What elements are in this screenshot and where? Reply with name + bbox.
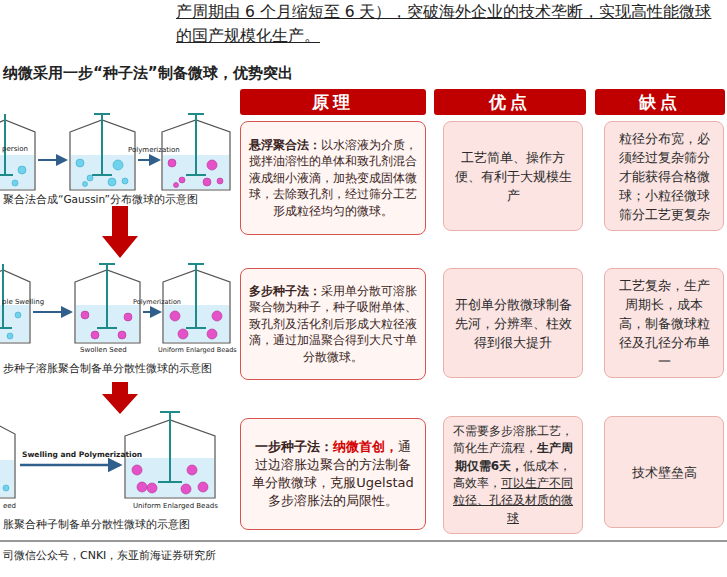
node-text: 工艺复杂，生产周期长，成本高，制备微球粒径及孔径分布单一 bbox=[619, 278, 710, 369]
text-block: 悬浮聚合法：以水溶液为介质，搅拌油溶性的单体和致孔剂混合液成细小液滴，加热变成固… bbox=[249, 137, 417, 220]
body-text: 产周期由 6 个月缩短至 6 天），突破海外企业的技术垄断，实现高性能微球的国产… bbox=[176, 0, 722, 48]
part-label: Swollen Seed bbox=[80, 346, 127, 354]
column-header: 优点 bbox=[434, 89, 586, 115]
text-block: 缺点 bbox=[639, 91, 681, 114]
text-block: 多步种子法：采用单分散可溶胀聚合物为种子，种子吸附单体、致孔剂及活化剂后形成大粒… bbox=[249, 283, 417, 366]
text-block: 开创单分散微球制备先河，分辨率、柱效得到很大提升 bbox=[452, 295, 574, 352]
node-text: 粒径分布宽，必须经过复杂筛分才能获得合格微球；小粒径微球筛分工艺更复杂 bbox=[619, 131, 710, 222]
text-block: 原理 bbox=[312, 91, 354, 114]
node-text: 纳微首创， bbox=[333, 439, 398, 454]
step-label: Polymerization bbox=[133, 298, 181, 306]
text-block: 不需要多步溶胀工艺，简化生产流程，生产周期仅需6天，低成本，高效率，可以生产不同… bbox=[452, 423, 574, 528]
part-label: Uniform Enlarged Beads bbox=[133, 502, 218, 510]
node-text: 开创单分散微球制备先河，分辨率、柱效得到很大提升 bbox=[455, 297, 572, 350]
text-block: 优点 bbox=[489, 91, 531, 114]
step-label: ple Swelling bbox=[2, 298, 44, 306]
principle-box: 一步种子法：纳微首创，通过边溶胀边聚合的方法制备单分散微球，克服Ugelstad… bbox=[240, 418, 426, 530]
column-header: 原理 bbox=[240, 89, 426, 115]
principle-box: 多步种子法：采用单分散可溶胀聚合物为种子，种子吸附单体、致孔剂及活化剂后形成大粒… bbox=[240, 268, 426, 380]
step-label: Swelling and Polymerization bbox=[22, 450, 142, 459]
node-text: 悬浮聚合法： bbox=[249, 138, 321, 152]
advantage-box: 开创单分散微球制备先河，分辨率、柱效得到很大提升 bbox=[443, 268, 583, 378]
text-block: 工艺简单、操作方便、有利于大规模生产 bbox=[452, 148, 574, 205]
node-text: 原理 bbox=[312, 92, 354, 112]
part-label: Uniform Enlarged Beads bbox=[158, 346, 237, 354]
step-label: Polymerization bbox=[128, 146, 180, 154]
part-label: eed bbox=[3, 502, 16, 510]
text-block: 工艺复杂，生产周期长，成本高，制备微球粒径及孔径分布单一 bbox=[613, 276, 715, 371]
drawback-box: 粒径分布宽，必须经过复杂筛分才能获得合格微球；小粒径微球筛分工艺更复杂 bbox=[604, 121, 724, 231]
source-note: 司微信公众号，CNKI，东亚前海证券研究所 bbox=[3, 548, 216, 563]
node-text: 多步种子法： bbox=[249, 284, 321, 298]
figure-caption: 步种子溶胀聚合制备单分散性微球的示意图 bbox=[3, 362, 212, 376]
node-text: 缺点 bbox=[639, 92, 681, 112]
figure-caption: 聚合法合成“Gaussin”分布微球的示意图 bbox=[3, 193, 198, 207]
advantage-box: 不需要多步溶胀工艺，简化生产流程，生产周期仅需6天，低成本，高效率，可以生产不同… bbox=[443, 416, 583, 534]
advantage-box: 工艺简单、操作方便、有利于大规模生产 bbox=[443, 121, 583, 231]
text-block: 技术壁垒高 bbox=[632, 463, 697, 482]
node-text: 技术壁垒高 bbox=[632, 465, 697, 480]
figure-caption: 胀聚合种子制备单分散性微球的示意图 bbox=[3, 518, 190, 532]
text-block: 一步种子法：纳微首创，通过边溶胀边聚合的方法制备单分散微球，克服Ugelstad… bbox=[249, 438, 417, 510]
principle-box: 悬浮聚合法：以水溶液为介质，搅拌油溶性的单体和致孔剂混合液成细小液滴，加热变成固… bbox=[240, 121, 426, 235]
node-text: 一步种子法： bbox=[255, 439, 333, 454]
column-header: 缺点 bbox=[595, 89, 725, 115]
drawback-box: 技术壁垒高 bbox=[604, 416, 724, 528]
drawback-box: 工艺复杂，生产周期长，成本高，制备微球粒径及孔径分布单一 bbox=[604, 268, 724, 378]
step-label: persion bbox=[2, 145, 28, 153]
node-text: 工艺简单、操作方便、有利于大规模生产 bbox=[455, 150, 572, 203]
section-heading: 纳微采用一步“种子法”制备微球，优势突出 bbox=[3, 64, 293, 83]
text-block: 粒径分布宽，必须经过复杂筛分才能获得合格微球；小粒径微球筛分工艺更复杂 bbox=[613, 129, 715, 224]
node-text: 优点 bbox=[489, 92, 531, 112]
